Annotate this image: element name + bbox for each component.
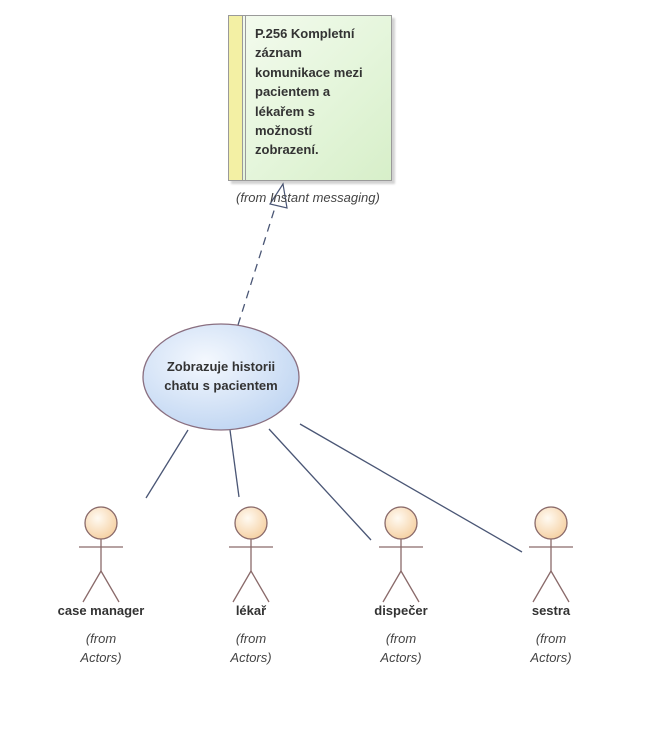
actor-name-lekar: lékař bbox=[235, 603, 267, 618]
association-sestra[interactable] bbox=[299, 423, 523, 553]
requirement-stereotype-band bbox=[229, 16, 243, 180]
actor-head bbox=[384, 506, 418, 540]
requirement-band-divider bbox=[245, 16, 246, 180]
actor-from-dispecer: (from Actors) bbox=[380, 631, 422, 665]
actor-from-case-manager: (from Actors) bbox=[80, 631, 122, 665]
actor-head bbox=[234, 506, 268, 540]
actor-name-case-manager: case manager bbox=[57, 603, 145, 618]
requirement-text: P.256 Kompletní záznam komunikace mezi p… bbox=[255, 26, 363, 158]
use-case-ellipse[interactable] bbox=[142, 323, 300, 431]
actor-head bbox=[84, 506, 118, 540]
requirement-note[interactable]: P.256 Kompletní záznam komunikace mezi p… bbox=[228, 15, 392, 181]
association-case-manager[interactable] bbox=[145, 429, 189, 499]
actor-dispecer[interactable] bbox=[379, 506, 423, 603]
actor-sestra[interactable] bbox=[529, 506, 573, 603]
requirement-from-label: (from Instant messaging) bbox=[236, 190, 380, 205]
actor-lekar[interactable] bbox=[229, 506, 273, 603]
association-dispecer[interactable] bbox=[268, 428, 372, 541]
use-case-label: Zobrazuje historii chatu s pacientem bbox=[164, 359, 278, 393]
actor-from-lekar: (from Actors) bbox=[230, 631, 272, 665]
actor-name-dispecer: dispečer bbox=[374, 603, 428, 618]
association-lekar[interactable] bbox=[229, 429, 240, 498]
actor-from-sestra: (from Actors) bbox=[530, 631, 572, 665]
realization-arrowhead bbox=[269, 182, 288, 209]
realization-connector[interactable] bbox=[237, 197, 279, 326]
actor-case-manager[interactable] bbox=[79, 506, 123, 603]
actor-name-sestra: sestra bbox=[531, 603, 571, 618]
actor-head bbox=[534, 506, 568, 540]
